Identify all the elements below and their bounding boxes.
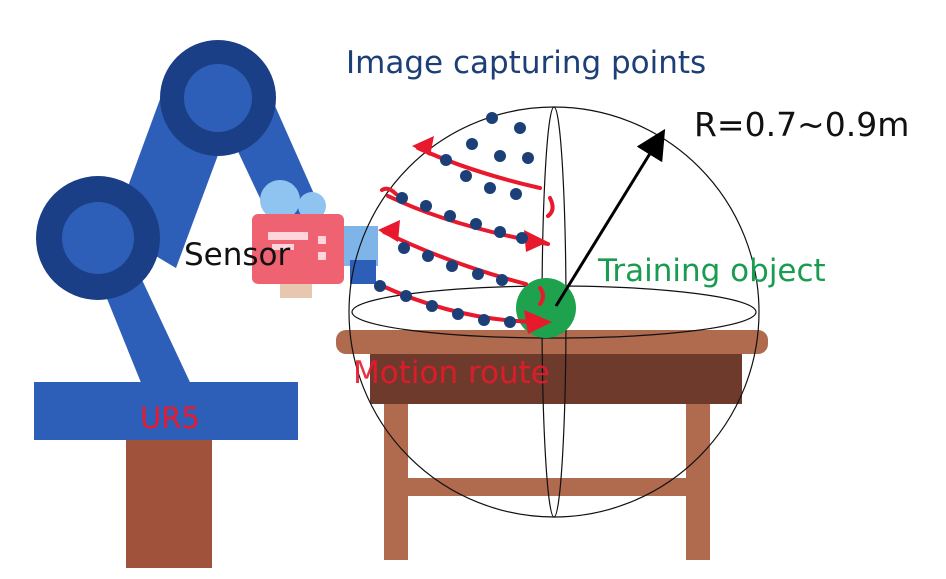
sensor-label: Sensor [184,237,291,273]
robot-arm-icon [34,40,330,568]
radius-arrow-icon [554,128,666,307]
camera-sensor-icon [252,180,378,298]
table-icon [336,330,768,560]
capture-points [374,112,534,328]
image-capturing-points-label: Image capturing points [346,45,707,81]
motion-route-arrowheads [378,136,552,334]
robot-label: UR5 [140,401,200,435]
training-object-label: Training object [598,253,826,289]
radius-label: R=0.7~0.9m [694,105,910,144]
motion-route-label: Motion route [353,355,550,391]
